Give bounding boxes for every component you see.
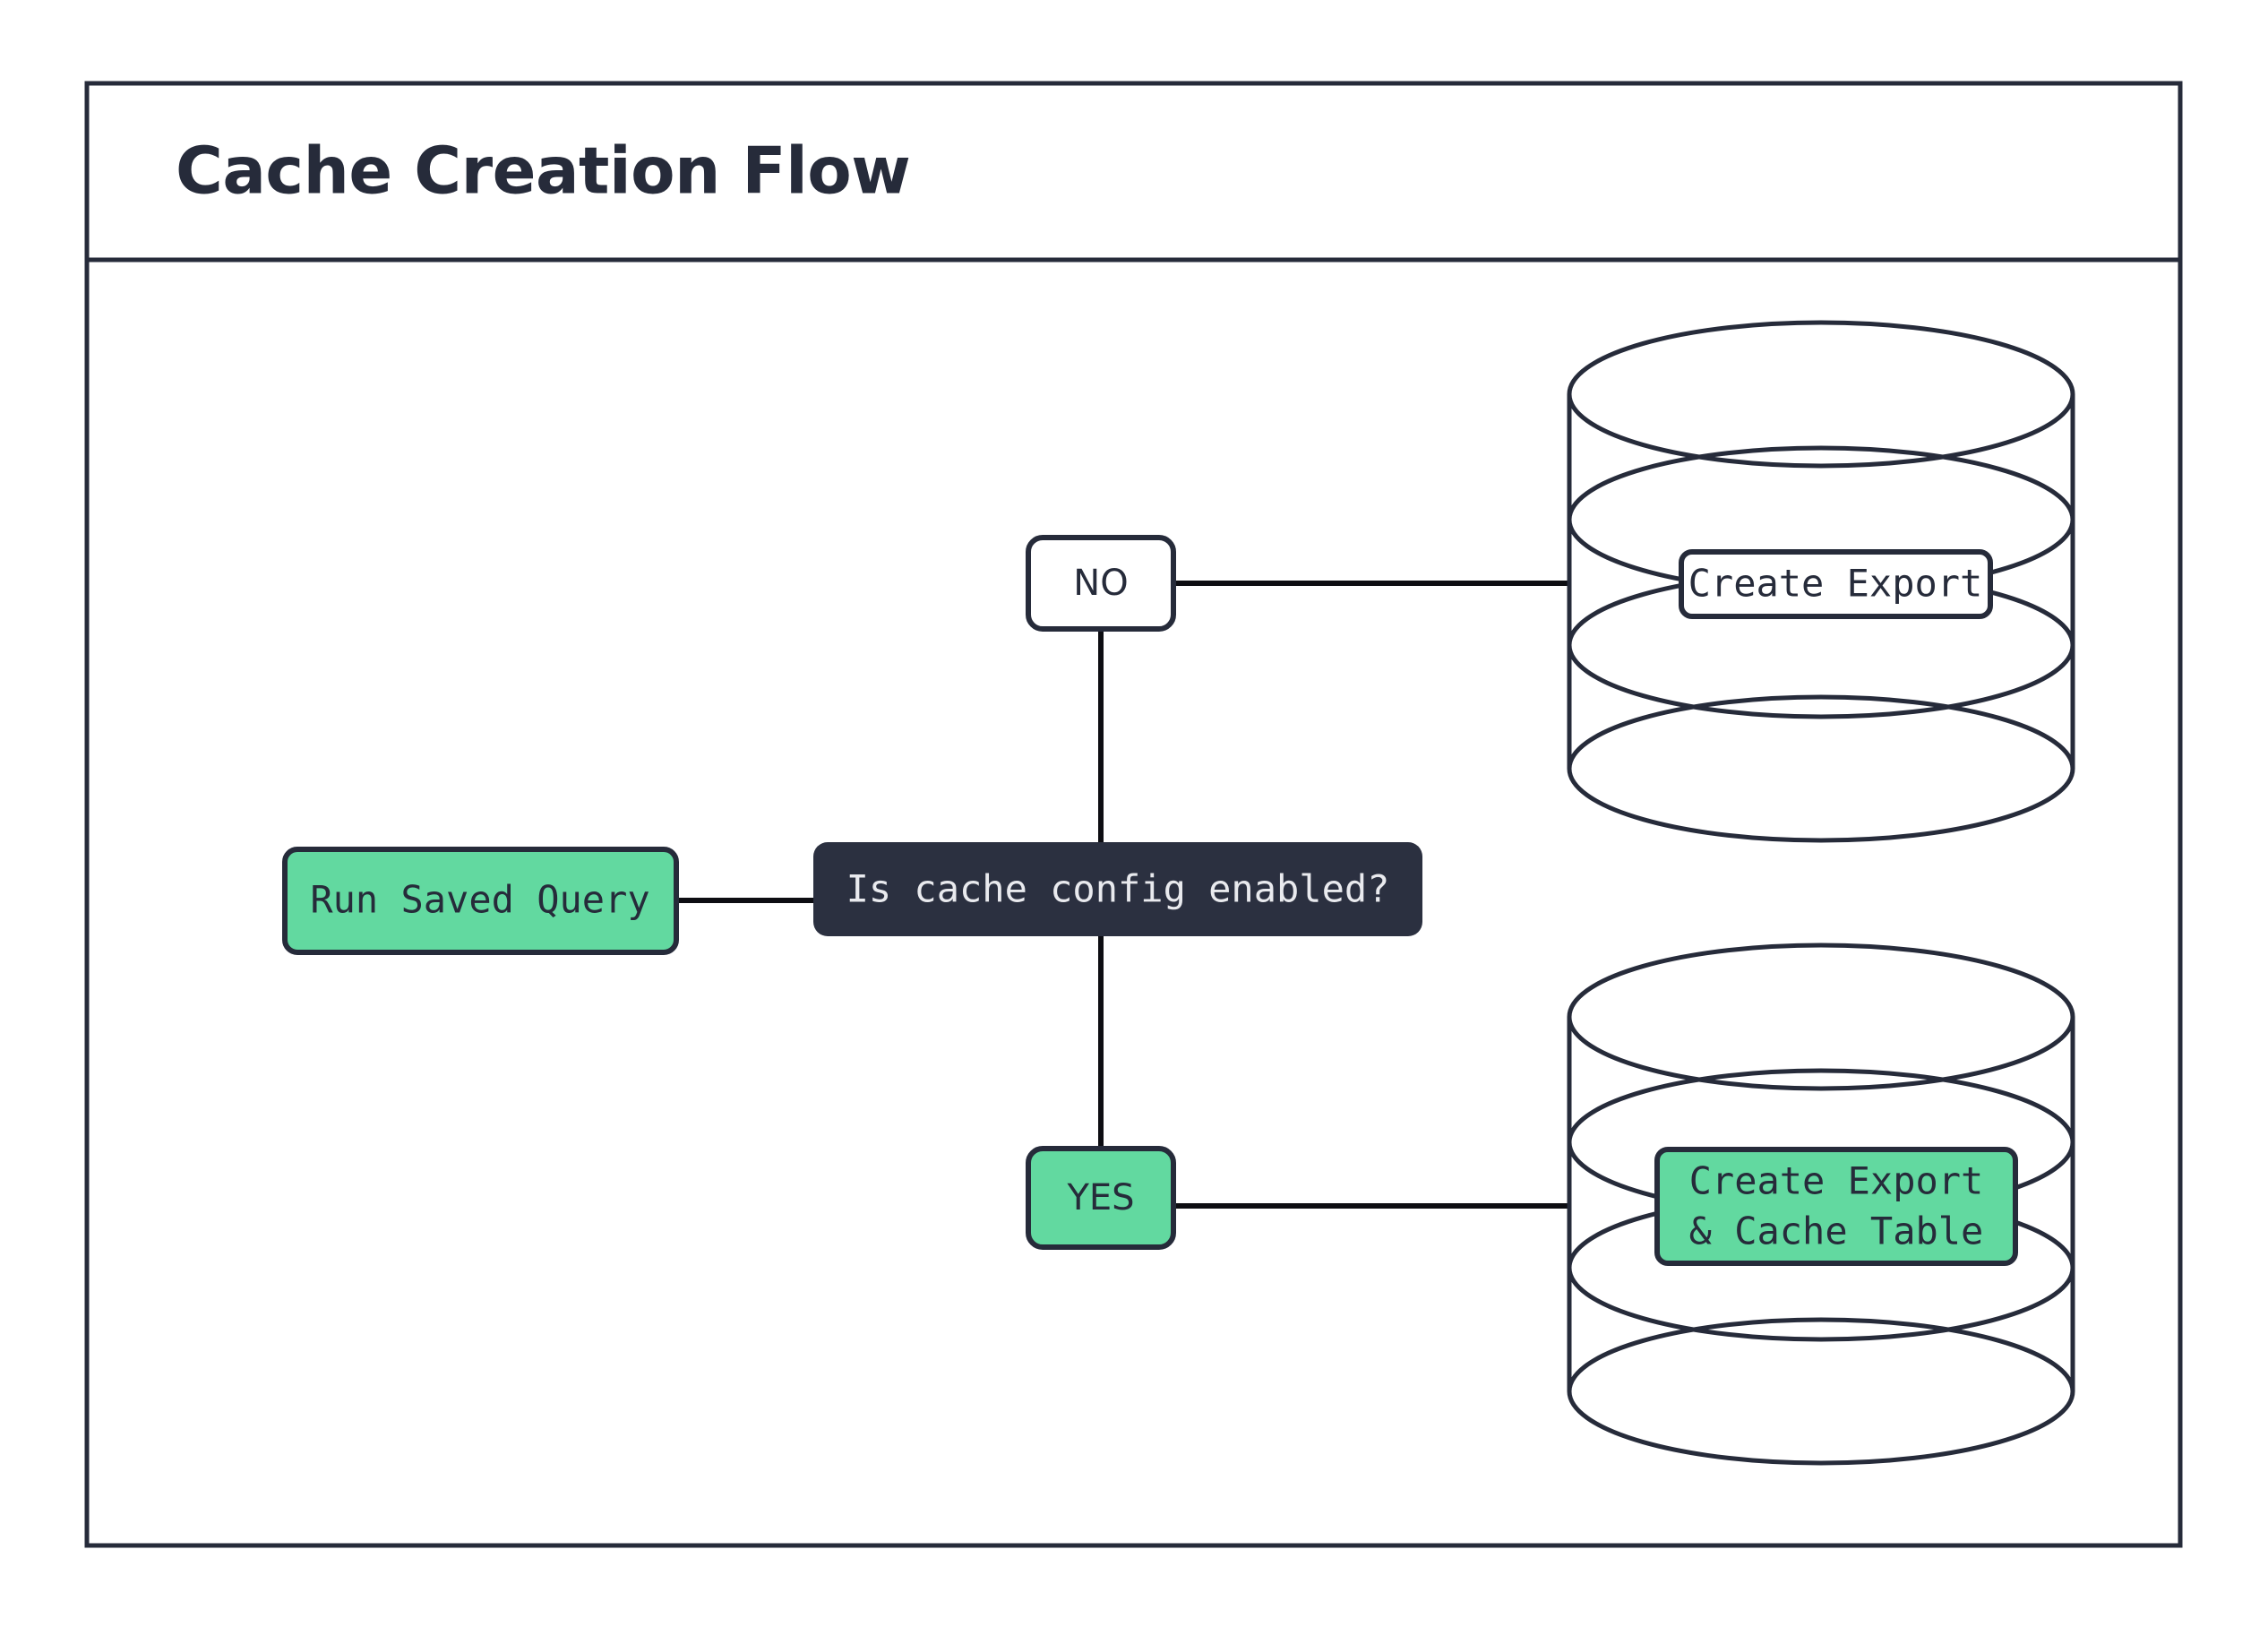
create-export-cache-db-cylinder[interactable]: Create Export & Cache Table [1567,943,2075,1466]
yes-branch-node[interactable]: YES [1026,1146,1176,1250]
create-export-cache-label-line2: & Cache Table [1689,1209,1984,1253]
run-saved-query-box[interactable] [282,847,679,955]
decision-label: Is cache config enabled? [846,867,1390,911]
create-export-cache-label-line1: Create Export [1689,1159,1984,1203]
no-branch-box[interactable] [1026,535,1176,632]
create-export-label-box[interactable] [1679,549,1993,619]
cylinder2-ring-1 [1567,943,2075,1091]
decision-box[interactable] [813,842,1422,936]
create-export-db-cylinder[interactable]: Create Export [1567,320,2075,843]
cylinder-ring-4 [1567,694,2075,843]
run-saved-query-label: Run Saved Query [310,878,649,922]
create-export-cache-label-box[interactable] [1654,1147,2018,1266]
create-export-label: Create Export [1688,562,1983,606]
run-saved-query-node[interactable]: Run Saved Query [282,847,679,955]
page-title: Cache Creation Flow [176,133,910,209]
decision-node[interactable]: Is cache config enabled? [813,842,1422,936]
yes-branch-box[interactable] [1026,1146,1176,1250]
no-branch-label: NO [1073,563,1128,604]
no-branch-node[interactable]: NO [1026,535,1176,632]
yes-branch-label: YES [1066,1177,1134,1218]
cylinder2-ring-4 [1567,1317,2075,1466]
cylinder-ring-1 [1567,320,2075,469]
